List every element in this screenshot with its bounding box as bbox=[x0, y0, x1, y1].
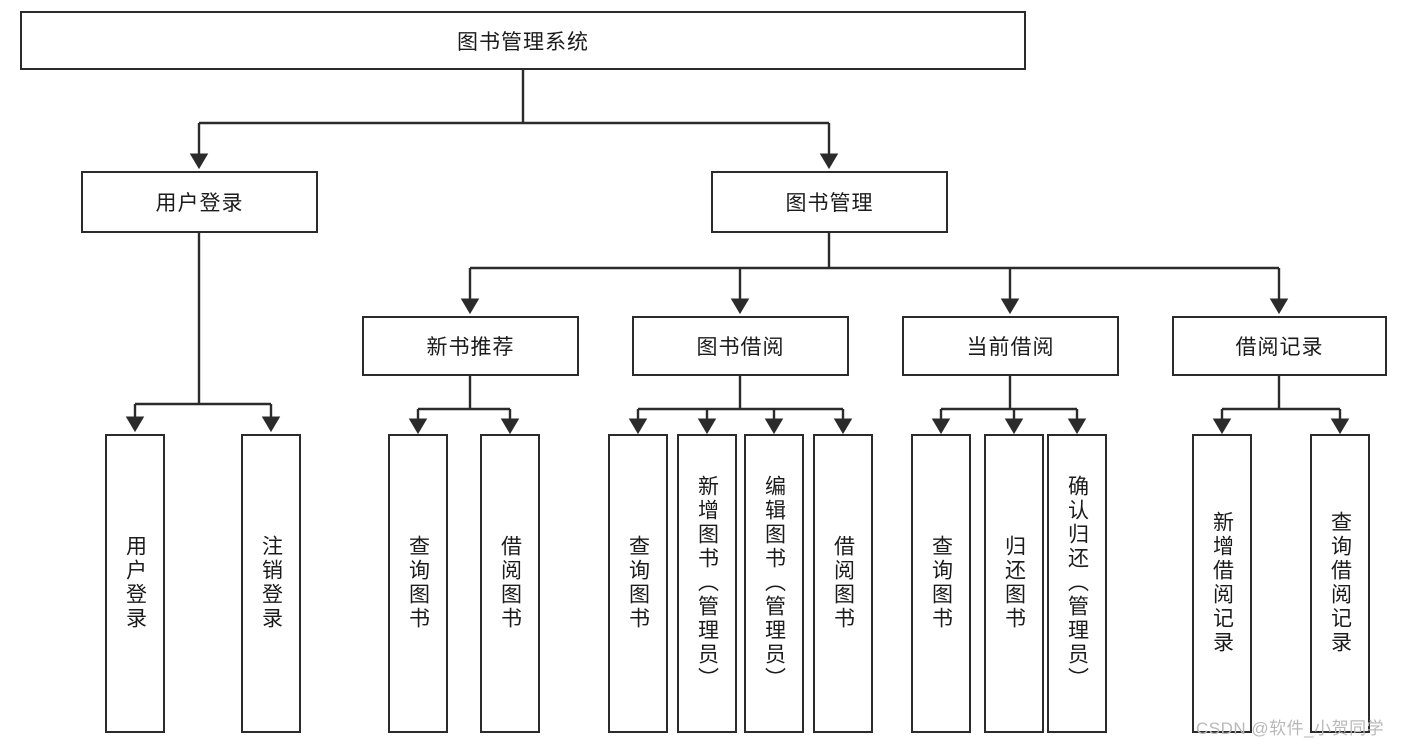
node-book-borrow[interactable]: 图书借阅 bbox=[632, 316, 849, 376]
node-leaf-user-login[interactable]: 用户登录 bbox=[105, 434, 165, 733]
node-leaf-br-query[interactable]: 查询借阅记录 bbox=[1310, 434, 1370, 733]
leaf-label: 查询图书 bbox=[929, 534, 953, 631]
csdn-watermark: CSDN @软件_小贺同学 bbox=[1196, 719, 1385, 738]
leaf-label: 查询图书 bbox=[406, 534, 430, 631]
leaf-label: 借阅图书 bbox=[498, 534, 522, 631]
node-leaf-cb-confirm[interactable]: 确认归还（管理员） bbox=[1047, 434, 1107, 733]
node-book-manage[interactable]: 图书管理 bbox=[711, 171, 948, 233]
leaf-label: 查询借阅记录 bbox=[1328, 510, 1352, 655]
node-leaf-bb-edit[interactable]: 编辑图书（管理员） bbox=[744, 434, 804, 733]
node-root[interactable]: 图书管理系统 bbox=[20, 11, 1026, 70]
leaf-label: 借阅图书 bbox=[831, 534, 855, 631]
node-borrow-record[interactable]: 借阅记录 bbox=[1172, 316, 1387, 376]
node-leaf-cb-return[interactable]: 归还图书 bbox=[984, 434, 1044, 733]
node-leaf-br-add[interactable]: 新增借阅记录 bbox=[1192, 434, 1252, 733]
node-current-borrow[interactable]: 当前借阅 bbox=[902, 316, 1119, 376]
node-leaf-logout[interactable]: 注销登录 bbox=[241, 434, 301, 733]
leaf-label: 用户登录 bbox=[123, 534, 147, 631]
leaf-label: 查询图书 bbox=[626, 534, 650, 631]
node-leaf-bb-add[interactable]: 新增图书（管理员） bbox=[677, 434, 737, 733]
leaf-label: 确认归还（管理员） bbox=[1065, 474, 1089, 691]
leaf-label: 新增图书（管理员） bbox=[695, 474, 719, 691]
leaf-label: 归还图书 bbox=[1002, 534, 1026, 631]
leaf-label: 注销登录 bbox=[259, 534, 283, 631]
node-new-book-rec[interactable]: 新书推荐 bbox=[362, 316, 579, 376]
node-leaf-bb-query[interactable]: 查询图书 bbox=[608, 434, 668, 733]
leaf-label: 新增借阅记录 bbox=[1210, 510, 1234, 655]
node-leaf-rec-query[interactable]: 查询图书 bbox=[388, 434, 448, 733]
node-leaf-cb-query[interactable]: 查询图书 bbox=[911, 434, 971, 733]
leaf-label: 编辑图书（管理员） bbox=[762, 474, 786, 691]
node-user-login[interactable]: 用户登录 bbox=[81, 171, 318, 233]
node-leaf-rec-borrow[interactable]: 借阅图书 bbox=[480, 434, 540, 733]
node-leaf-bb-borrow[interactable]: 借阅图书 bbox=[813, 434, 873, 733]
